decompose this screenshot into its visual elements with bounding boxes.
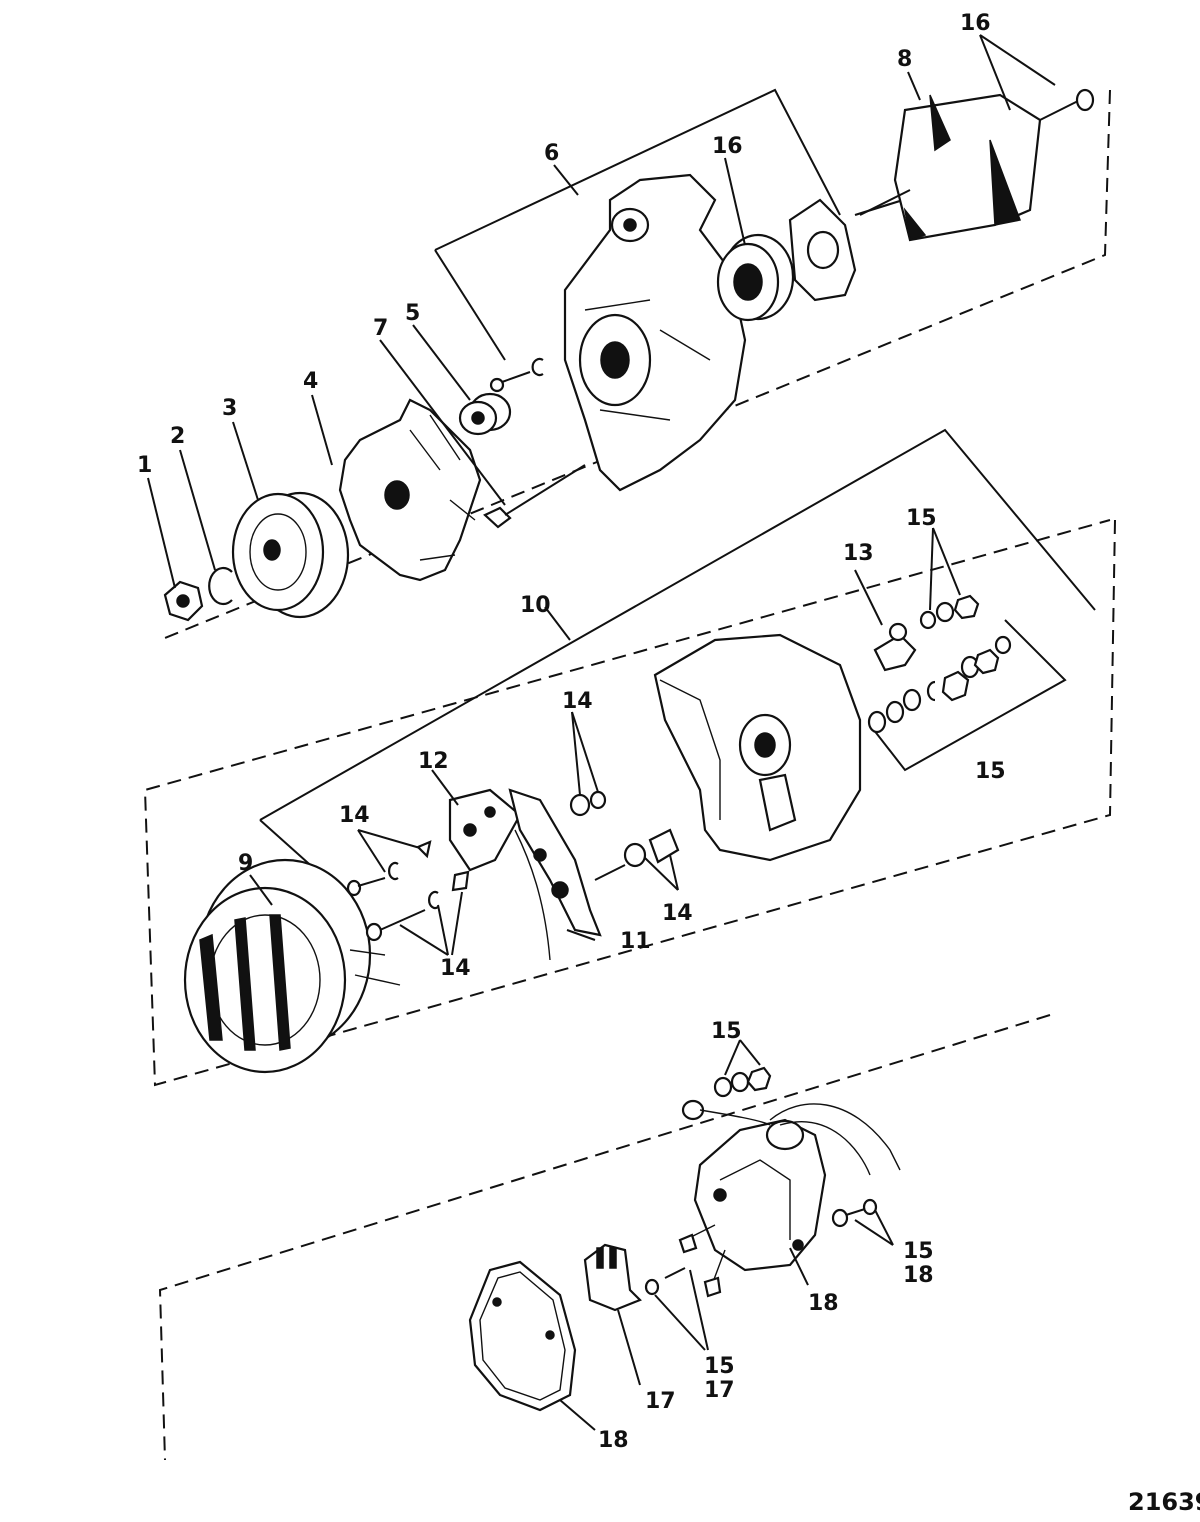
callout-15-regulator-right: 15	[903, 1239, 934, 1264]
regulator-housing-screw	[831, 1198, 878, 1228]
callout-15-top: 15	[906, 506, 937, 531]
callout-6: 6	[544, 141, 559, 166]
callout-15-middle: 15	[975, 759, 1006, 784]
cover-gasket	[468, 1260, 577, 1412]
callout-14-upper-right: 14	[562, 689, 593, 714]
diode-trio	[508, 788, 602, 961]
callout-9: 9	[238, 851, 253, 876]
insulator-washers	[569, 790, 680, 868]
pulley	[231, 491, 350, 619]
callout-7: 7	[373, 316, 388, 341]
split-washer	[208, 566, 233, 606]
callout-13: 13	[843, 541, 874, 566]
callout-14-right: 14	[662, 901, 693, 926]
callout-17-screw: 17	[704, 1378, 735, 1403]
callout-16-bearing: 16	[712, 134, 743, 159]
brush-holder	[583, 1243, 642, 1312]
terminal-nuts-upper	[919, 594, 980, 630]
hex-nut	[163, 580, 204, 622]
leader-lines	[147, 34, 1056, 1431]
through-bolt	[483, 464, 586, 529]
regulator-housing	[678, 1103, 901, 1298]
output-terminal	[873, 622, 917, 672]
callout-3: 3	[222, 396, 237, 421]
drive-end-housing	[563, 173, 747, 492]
callout-14-left: 14	[339, 803, 370, 828]
callout-18-housing: 18	[808, 1291, 839, 1316]
callout-8: 8	[897, 47, 912, 72]
front-bearing	[716, 233, 795, 322]
spacer-sleeve	[458, 392, 512, 436]
callout-15-regulator-top: 15	[711, 1019, 742, 1044]
callout-17-brush-holder: 17	[645, 1389, 676, 1414]
callout-10: 10	[520, 593, 551, 618]
callout-4: 4	[303, 369, 318, 394]
slip-ring-end-housing	[653, 633, 862, 862]
callout-12: 12	[418, 749, 449, 774]
dashed-section-boundaries	[143, 89, 1116, 1461]
callout-1: 1	[137, 453, 152, 478]
callout-2: 2	[170, 424, 185, 449]
cooling-fan	[338, 398, 482, 582]
callout-15-brush: 15	[704, 1354, 735, 1379]
terminal-nuts-lower	[867, 635, 1012, 734]
rectifier-screws	[346, 840, 470, 942]
rotor-assembly	[854, 88, 1095, 242]
callout-labels: 1 2 3 4 5 6 7 8 9 10 11 12 13 14 14 14 1…	[137, 11, 1006, 1453]
callout-5: 5	[405, 301, 420, 326]
callout-14-bottom: 14	[440, 956, 471, 981]
callout-18-gasket: 18	[598, 1428, 629, 1453]
bearing-retainer-plate	[788, 198, 857, 302]
callout-18-regulator-right: 18	[903, 1263, 934, 1288]
heat-sink-bolt	[594, 864, 626, 881]
brush-holder-screw	[644, 1267, 686, 1296]
regulator-terminal-nuts	[681, 1066, 772, 1121]
rectifier-bridge	[448, 788, 522, 872]
stator	[183, 858, 401, 1074]
housing-screw	[489, 357, 544, 393]
figure-number: 21639	[1128, 1488, 1200, 1516]
callout-16-top: 16	[960, 11, 991, 36]
callout-11: 11	[620, 929, 651, 954]
